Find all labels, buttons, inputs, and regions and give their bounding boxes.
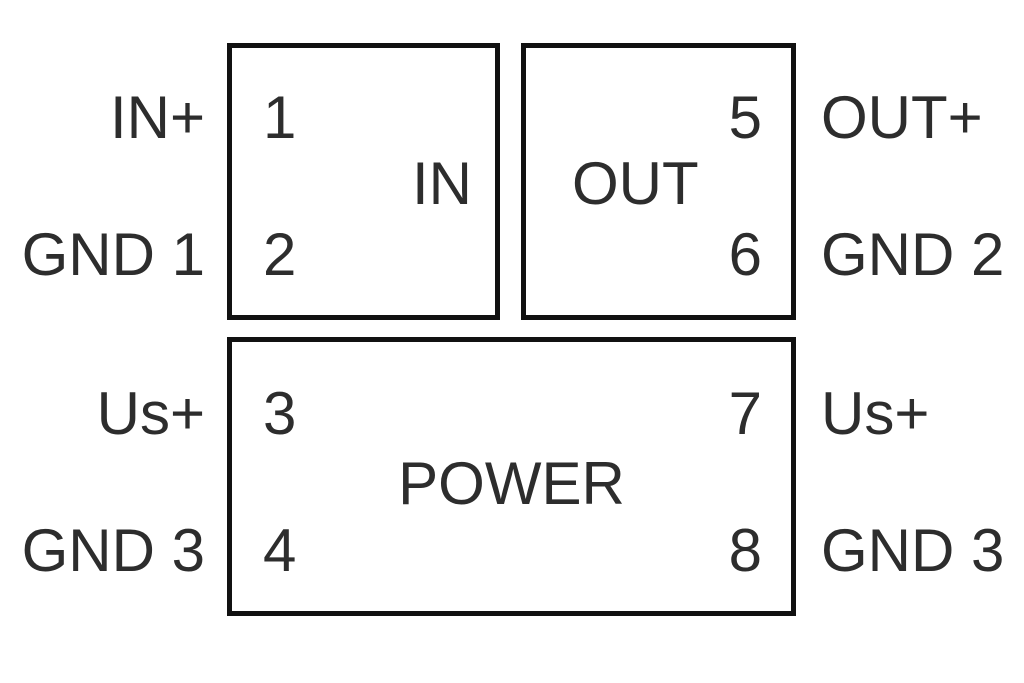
pin-8-number: 8 [728, 517, 762, 584]
in-block-caption: IN [412, 150, 472, 217]
pin-7-number: 7 [728, 380, 762, 447]
pin-3-signal-label: Us+ [96, 380, 205, 447]
pin-2-signal-label: GND 1 [21, 221, 205, 288]
pin-1-signal-label: IN+ [109, 84, 205, 151]
power-block-caption: POWER [398, 450, 625, 517]
power-block-outline [227, 337, 796, 616]
pin-5-number: 5 [728, 84, 762, 151]
pin-2-number: 2 [263, 221, 297, 288]
pin-3-number: 3 [263, 380, 297, 447]
pin-1-number: 1 [263, 84, 297, 151]
out-block-caption: OUT [572, 150, 699, 217]
pin-8-signal-label: GND 3 [821, 517, 1005, 584]
in-block-outline [227, 43, 500, 320]
out-block-outline [521, 43, 796, 320]
pin-5-signal-label: OUT+ [821, 84, 983, 151]
pin-6-number: 6 [728, 221, 762, 288]
pin-6-signal-label: GND 2 [821, 221, 1005, 288]
pin-7-signal-label: Us+ [821, 380, 930, 447]
pin-4-number: 4 [263, 517, 297, 584]
pin-4-signal-label: GND 3 [21, 517, 205, 584]
